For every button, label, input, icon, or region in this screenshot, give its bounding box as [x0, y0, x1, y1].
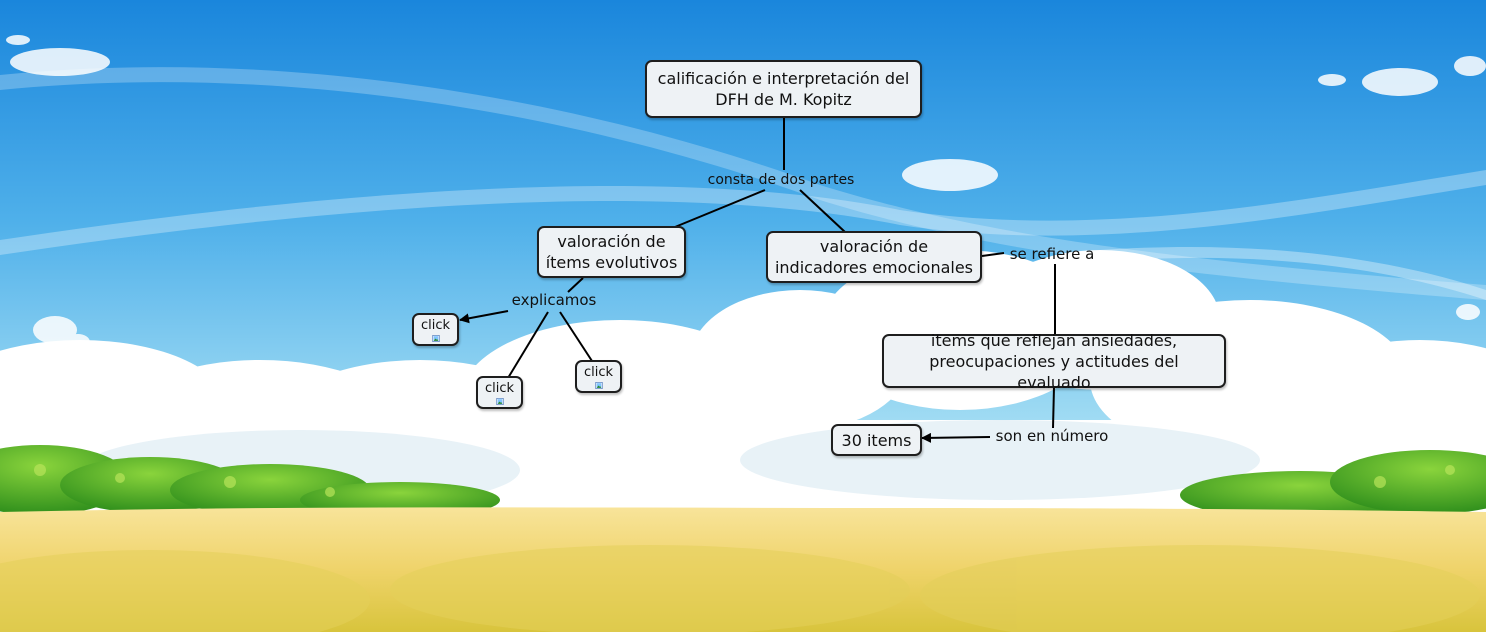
linking-phrase-se-refiere[interactable]: se refiere a — [1009, 245, 1095, 263]
linking-phrase-son-en-numero[interactable]: son en número — [995, 427, 1109, 445]
image-icon — [496, 398, 503, 405]
concept-items-ansiedades[interactable]: items que reflejan ansiedades, preocupac… — [882, 331, 1226, 392]
resource-click-3[interactable]: click — [575, 360, 622, 393]
linking-phrase-consta[interactable]: consta de dos partes — [707, 172, 855, 188]
linking-phrase-explicamos[interactable]: explicamos — [511, 291, 597, 309]
concept-valoracion-items-evolutivos[interactable]: valoración de ítems evolutivos — [537, 226, 686, 278]
resource-label: click — [420, 318, 451, 333]
image-icon — [595, 382, 602, 389]
resource-click-1[interactable]: click — [412, 313, 459, 346]
resource-click-2[interactable]: click — [476, 376, 523, 409]
image-icon — [432, 335, 439, 342]
concept-main-title[interactable]: calificación e interpretación del DFH de… — [645, 60, 922, 118]
concept-30-items[interactable]: 30 items — [831, 424, 922, 456]
resource-label: click — [583, 365, 614, 380]
resource-label: click — [484, 381, 515, 396]
concept-valoracion-indicadores-emocionales[interactable]: valoración de indicadores emocionales — [766, 231, 982, 283]
